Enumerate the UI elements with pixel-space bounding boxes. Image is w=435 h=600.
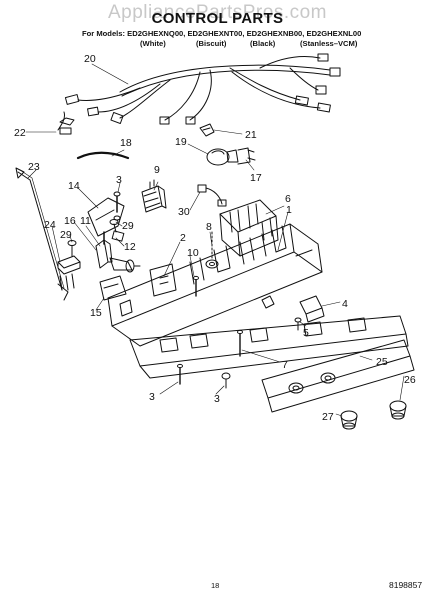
- callout-9: 9: [154, 164, 160, 176]
- models-line: For Models: ED2GHEXNQ00, ED2GHEXNT00, ED…: [82, 29, 362, 38]
- page-number: 18: [211, 581, 220, 590]
- callout-labels: 20 22 18 21 19 17 23 14 3 9 30 16 11 29 …: [14, 53, 416, 423]
- screw-3-lower-left: [177, 363, 183, 385]
- callout-15: 15: [90, 307, 102, 319]
- callout-25: 25: [376, 356, 388, 368]
- front-trim-panel: [261, 339, 415, 413]
- callout-30: 30: [178, 206, 190, 218]
- callout-10: 10: [187, 247, 199, 259]
- bracket-14: [87, 197, 125, 237]
- variant-white: (White): [140, 39, 166, 48]
- watermark: AppliancePartsPros.com: [107, 2, 328, 23]
- leader-lines: [25, 63, 405, 417]
- callout-1: 1: [286, 204, 292, 216]
- thermostat-9: [141, 179, 167, 213]
- callout-29-left: 29: [60, 229, 72, 241]
- callout-3-upper: 3: [116, 174, 122, 186]
- callout-3-lower-right: 3: [214, 393, 220, 405]
- variant-biscuit: (Biscuit): [196, 39, 227, 48]
- callout-17: 17: [250, 172, 262, 184]
- callout-14: 14: [68, 180, 80, 192]
- switch-24: [57, 255, 81, 291]
- control-shaft: [95, 230, 141, 273]
- washer-29-right: [109, 219, 119, 233]
- control-housing: [107, 223, 323, 347]
- screw-7: [237, 329, 243, 357]
- callout-27: 27: [322, 411, 334, 423]
- screw-10: [193, 275, 199, 297]
- callout-16: 16: [64, 215, 76, 227]
- callout-26: 26: [404, 374, 416, 386]
- cable-23: [17, 171, 63, 291]
- callout-8: 8: [206, 221, 212, 233]
- washer-29-left: [67, 240, 77, 257]
- wire-harness: [57, 53, 341, 131]
- callout-18: 18: [120, 137, 132, 149]
- knob-26: [389, 400, 407, 420]
- callout-12: 12: [124, 241, 136, 253]
- screw-5: [294, 317, 302, 331]
- callout-21: 21: [245, 129, 257, 141]
- callout-20: 20: [84, 53, 96, 65]
- callout-22: 22: [14, 127, 26, 139]
- document-number: 8198857: [389, 580, 423, 590]
- relay-module-6: [219, 199, 279, 257]
- clip-21: [199, 123, 215, 137]
- callout-4: 4: [342, 298, 348, 310]
- callout-24: 24: [44, 219, 56, 231]
- plate-15: [99, 275, 127, 301]
- screw-3-lower-right: [221, 372, 231, 389]
- connector-30: [197, 184, 227, 207]
- light-bulb: [206, 147, 256, 166]
- knob-27: [340, 410, 358, 430]
- callout-29-right: 29: [122, 220, 134, 232]
- connector-22: [59, 127, 72, 135]
- housing-panel: [129, 315, 409, 379]
- knob-switch-4: [299, 295, 325, 323]
- callout-11: 11: [80, 215, 91, 227]
- callout-3-lower-left: 3: [149, 391, 155, 403]
- callout-5: 5: [303, 327, 309, 339]
- page-title: CONTROL PARTS: [151, 10, 284, 27]
- callout-2: 2: [180, 232, 186, 244]
- callout-23: 23: [28, 161, 40, 173]
- variant-black: (Black): [250, 39, 276, 48]
- screw-3-upper: [113, 191, 121, 221]
- callout-7: 7: [282, 359, 288, 371]
- callout-19: 19: [175, 136, 187, 148]
- wire-lead: [76, 151, 130, 160]
- variant-stainless: (Stanless–VCM): [300, 39, 358, 48]
- callout-6: 6: [285, 193, 291, 205]
